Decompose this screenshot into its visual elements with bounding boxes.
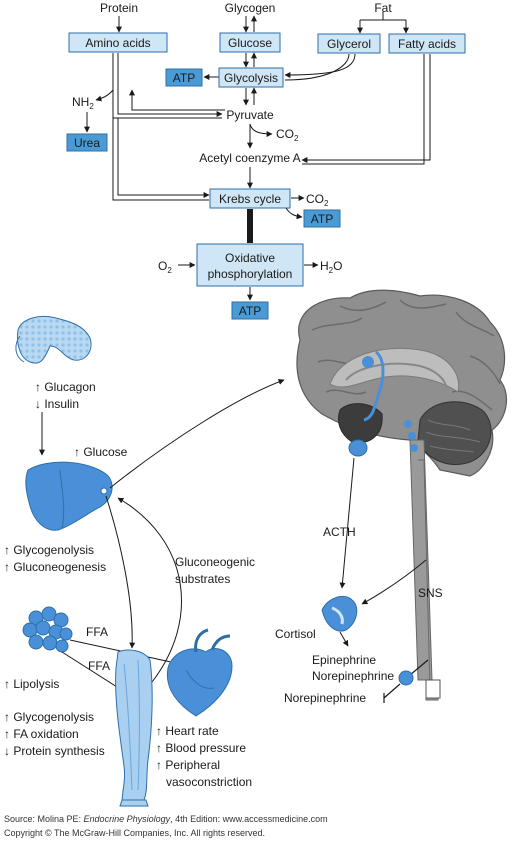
acth-label: ACTH [323, 525, 356, 539]
krebs-cycle-box [209, 188, 291, 209]
gluconeogenic-label-2: substrates [175, 572, 230, 586]
metabolism-pathway: Protein Glycogen Fat Amino acids Glucose… [66, 1, 466, 320]
urea-label: Urea [74, 136, 100, 150]
o2-label: O2 [158, 259, 172, 275]
acetyl-coa-label: Acetyl coenzyme A [199, 151, 300, 165]
ffa-label-2: FFA [88, 659, 110, 673]
muscle-label-3: ↓ Protein synthesis [4, 744, 105, 758]
oxphos-label-2: phosphorylation [208, 267, 293, 281]
glucose-label: Glucose [228, 36, 272, 50]
oxphos-label-1: Oxidative [225, 251, 275, 265]
glycogen-label: Glycogen [225, 1, 276, 15]
muscle-label-2: ↑ FA oxidation [4, 727, 79, 741]
fatty-acids-box [388, 33, 466, 54]
atp-box-krebs [303, 209, 341, 228]
copyright-notice: Copyright © The McGraw-Hill Companies, I… [4, 828, 266, 838]
liver-illustration [25, 461, 113, 531]
urea-box [66, 133, 108, 152]
adrenal-illustration [321, 595, 358, 632]
norepinephrine-label-2: Norepinephrine [284, 691, 366, 705]
cortisol-label: Cortisol [275, 627, 316, 641]
glycolysis-box [218, 67, 284, 88]
glycogenolysis-label: ↑ Glycogenolysis [4, 543, 94, 557]
fat-label: Fat [374, 1, 392, 15]
pancreas-illustration [15, 316, 92, 364]
brain-illustration [296, 289, 508, 701]
ffa-label-1: FFA [86, 625, 108, 639]
heart-illustration [166, 628, 233, 717]
insulin-label: ↓ Insulin [35, 397, 79, 411]
gluconeogenesis-label: ↑ Gluconeogenesis [4, 560, 106, 574]
heart-label-3: ↑ Peripheral [156, 758, 220, 772]
atp-label-oxphos: ATP [239, 304, 261, 318]
amino-acids-box [68, 32, 168, 53]
heart-label-2: ↑ Blood pressure [156, 741, 246, 755]
atp-box-glycolysis [165, 68, 203, 87]
glycolysis-label: Glycolysis [224, 71, 278, 85]
nh2-label: NH2 [72, 95, 94, 111]
glucose-box [219, 32, 281, 53]
glucagon-label: ↑ Glucagon [35, 380, 96, 394]
atp-label-krebs: ATP [311, 212, 333, 226]
protein-label: Protein [100, 1, 138, 15]
sns-label: SNS [418, 586, 443, 600]
adipose-illustration [22, 606, 73, 653]
gluconeogenic-label-1: Gluconeogenic [175, 555, 255, 569]
atp-box-oxphos [231, 301, 269, 320]
krebs-cycle-label: Krebs cycle [219, 192, 281, 206]
epinephrine-label: Epinephrine [312, 653, 376, 667]
glucose-up-label: ↑ Glucose [74, 445, 128, 459]
h2o-label: H2O [320, 259, 342, 275]
heart-label-4: vasoconstriction [166, 775, 252, 789]
glycerol-box [317, 33, 381, 54]
muscle-illustration [115, 649, 153, 807]
pyruvate-label: Pyruvate [226, 108, 274, 122]
heart-label-1: ↑ Heart rate [156, 724, 219, 738]
norepinephrine-label: Norepinephrine [312, 669, 394, 683]
amino-acids-label: Amino acids [85, 36, 150, 50]
fatty-acids-label: Fatty acids [398, 37, 456, 51]
oxphos-box [196, 243, 304, 287]
glycerol-label: Glycerol [327, 37, 371, 51]
co2-label-pyruvate: CO2 [276, 127, 299, 143]
lipolysis-label: ↑ Lipolysis [4, 677, 59, 691]
muscle-label-1: ↑ Glycogenolysis [4, 710, 94, 724]
atp-label-glycolysis: ATP [173, 71, 195, 85]
co2-label-krebs: CO2 [306, 192, 329, 208]
source-citation: Source: Molina PE: Endocrine Physiology,… [4, 814, 328, 824]
